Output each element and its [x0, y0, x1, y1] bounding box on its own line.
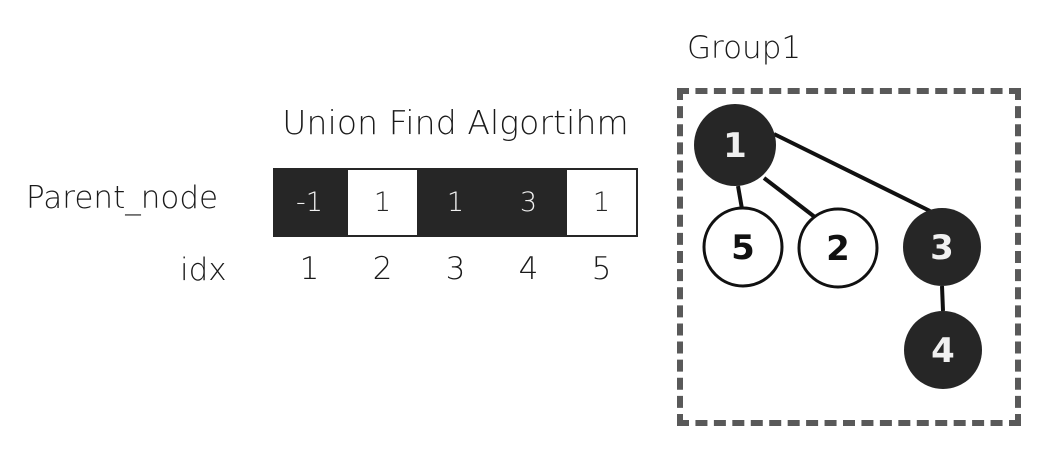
array-cell-5: 1: [565, 168, 638, 237]
union-find-array-panel: Union Find Algortihm Parent_node -1 1 1 …: [26, 103, 638, 292]
tree-edge-group: [736, 132, 945, 312]
index-row: 1 2 3 4 5: [273, 252, 638, 292]
index-cell-4: 4: [518, 251, 539, 287]
edge-1-5: [736, 185, 744, 210]
index-cell-2: 2: [372, 251, 393, 287]
index-cell-3: 3: [445, 251, 466, 287]
group-label: Group1: [687, 30, 802, 66]
array-cell-3: 1: [419, 168, 492, 237]
node-5: 5: [702, 206, 784, 288]
node-1-circle: [694, 104, 776, 186]
group-dashed-boundary: [677, 88, 1021, 426]
node-2-circle: [797, 207, 879, 289]
idx-row-label: idx: [180, 252, 227, 288]
array-cell-4: 3: [492, 168, 565, 237]
node-2: 2: [797, 207, 879, 289]
node-1-label: 1: [723, 126, 747, 166]
node-3-label: 3: [930, 228, 954, 268]
node-3-circle: [903, 208, 981, 286]
edge-1-2: [762, 176, 822, 223]
group-tree-panel: Group1 1 5 2 3 4: [660, 0, 1040, 456]
array-cell-2: 1: [346, 168, 419, 237]
node-4-circle: [904, 311, 982, 389]
array-cell-1: -1: [273, 168, 346, 237]
edge-3-4: [940, 285, 945, 312]
node-4: 4: [904, 311, 982, 389]
tree-node-group: 1 5 2 3 4: [694, 104, 982, 389]
node-4-label: 4: [931, 331, 955, 371]
node-2-label: 2: [826, 229, 850, 269]
node-5-circle: [702, 206, 784, 288]
edge-1-3: [773, 132, 931, 213]
index-cell-1: 1: [299, 251, 320, 287]
array-diagram-title: Union Find Algortihm: [282, 103, 629, 142]
union-find-tree: 1 5 2 3 4: [694, 104, 982, 389]
parent-node-row-label: Parent_node: [26, 180, 219, 216]
node-5-label: 5: [731, 228, 755, 268]
parent-node-array: -1 1 1 3 1: [273, 168, 638, 237]
node-3: 3: [903, 208, 981, 286]
node-1: 1: [694, 104, 776, 186]
index-cell-5: 5: [591, 251, 612, 287]
